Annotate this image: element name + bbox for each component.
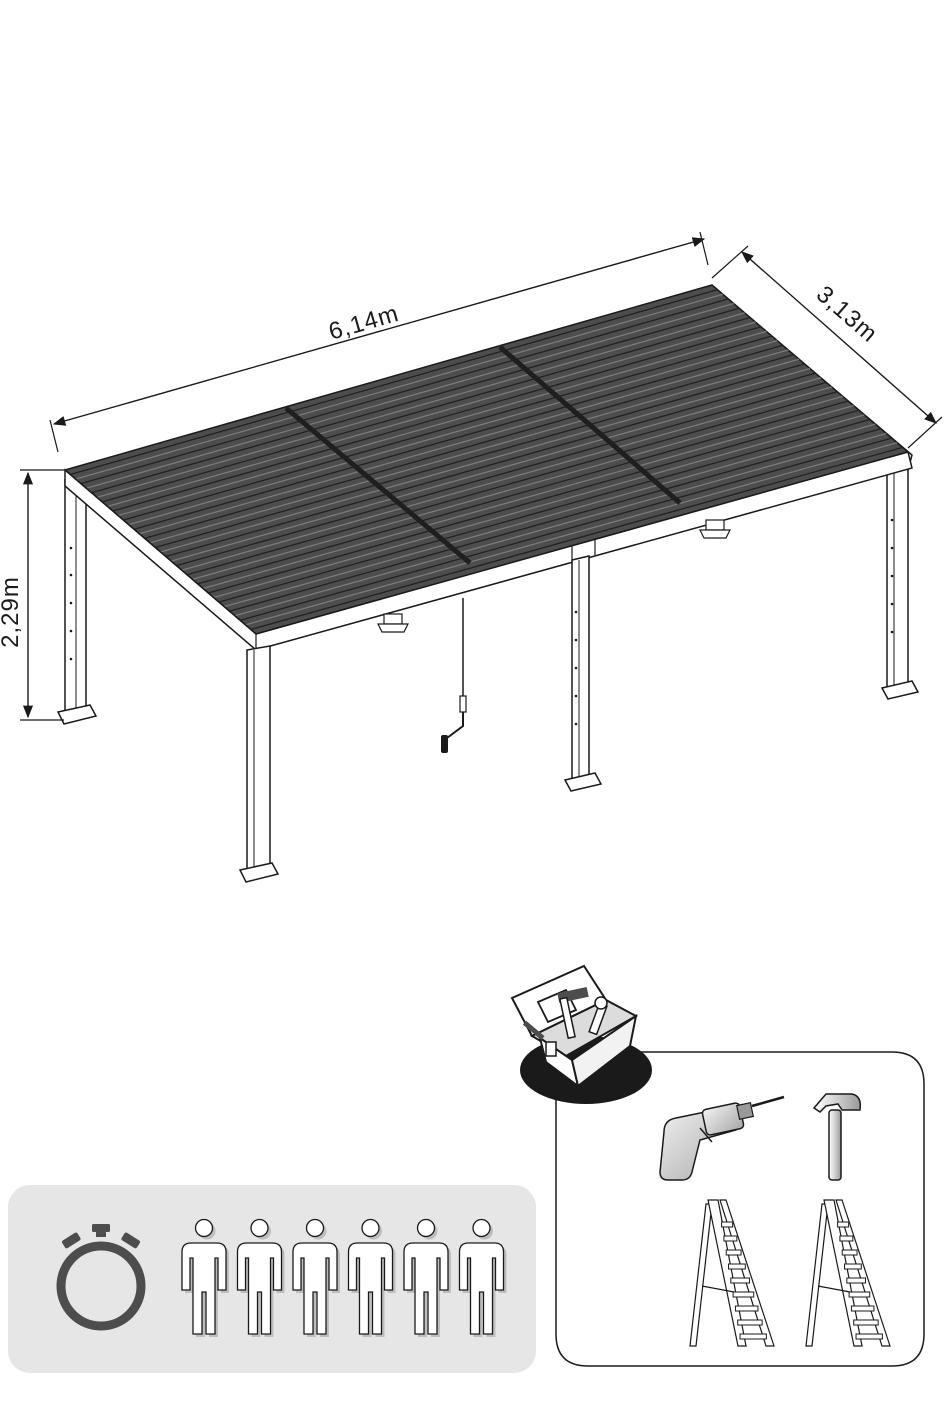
crank-handle bbox=[441, 598, 466, 753]
post-front-left bbox=[240, 646, 278, 882]
length-label: 6,14m bbox=[326, 300, 402, 346]
tools-panel bbox=[512, 966, 924, 1366]
height-dimension: 2,29m bbox=[0, 470, 64, 720]
depth-label: 3,13m bbox=[811, 281, 883, 348]
height-label: 2,29m bbox=[0, 576, 24, 648]
toolbox-icon bbox=[512, 966, 652, 1104]
time-people-panel bbox=[8, 1185, 536, 1373]
pergola-diagram: 6,14m 3,13m 2,29m bbox=[0, 232, 942, 882]
bracket-left bbox=[378, 614, 408, 632]
post-back-right bbox=[882, 455, 918, 699]
post-back-left bbox=[58, 476, 96, 724]
post-middle bbox=[565, 556, 601, 791]
